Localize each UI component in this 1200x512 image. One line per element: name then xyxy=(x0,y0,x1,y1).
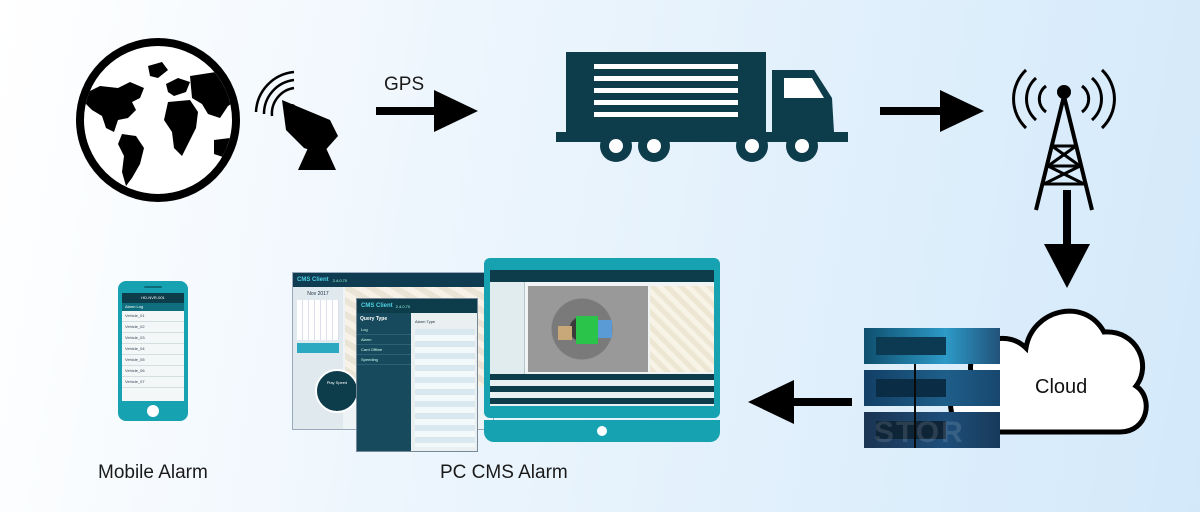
server-drive-slot xyxy=(876,421,946,439)
query-type-heading: Query Type xyxy=(360,316,388,322)
phone-list-item[interactable]: Vehicle_06 xyxy=(122,366,184,377)
cargo-box xyxy=(558,326,572,340)
alarm-results-table xyxy=(415,329,475,447)
calendar-grid xyxy=(297,300,339,340)
monitor-power-button[interactable] xyxy=(597,426,607,436)
phone-alarm-tab[interactable]: Alarm Log xyxy=(122,303,184,311)
play-speed-dial[interactable]: Play Speed xyxy=(315,369,359,413)
cms-titlebar: CMS Client 2.4.0.70 xyxy=(293,273,493,287)
phone-alarm-tab-label: Alarm Log xyxy=(125,304,144,309)
storage-watermark: STOR xyxy=(874,416,965,449)
alarm-type-label: Alarm Type xyxy=(415,319,436,324)
phone-list-item[interactable]: Vehicle_01 xyxy=(122,311,184,322)
query-window-title: CMS Client xyxy=(361,303,393,309)
server-unit-3 xyxy=(864,412,1000,448)
arrow-down-icon xyxy=(1044,190,1090,288)
server-drive-slot xyxy=(876,379,946,397)
cargo-box xyxy=(598,320,612,338)
cloud-label: Cloud xyxy=(1035,376,1088,398)
globe-icon xyxy=(76,38,240,202)
cell-tower-icon xyxy=(1012,68,1116,211)
calendar-month: Nov 2017 xyxy=(307,291,329,297)
monitor-bezel xyxy=(484,258,720,418)
monitor-stand xyxy=(484,420,720,442)
query-menu-alarm[interactable]: Alarm xyxy=(357,335,411,345)
truck-icon xyxy=(556,52,848,162)
play-speed-label: Play Speed xyxy=(326,380,348,385)
query-menu-speeding[interactable]: Speeding xyxy=(357,355,411,365)
cargo-box xyxy=(576,316,598,344)
phone-app-header: HD-NVR-001 xyxy=(122,293,184,303)
phone-list-item[interactable]: Vehicle_05 xyxy=(122,355,184,366)
query-titlebar: CMS Client 2.4.0.70 xyxy=(357,299,477,313)
monitor-map xyxy=(650,286,714,372)
server-unit-1 xyxy=(864,328,1000,364)
phone-list-item[interactable]: Vehicle_02 xyxy=(122,322,184,333)
query-menu-log[interactable]: Log xyxy=(357,325,411,335)
cms-version: 2.4.0.70 xyxy=(332,277,348,283)
query-menu: Query Type Log Alarm Card Offline Speedi… xyxy=(357,313,411,451)
monitor-toolbar xyxy=(490,270,714,282)
phone-home-button[interactable] xyxy=(147,405,159,417)
phone-app-title: HD-NVR-001 xyxy=(141,295,165,300)
video-feed xyxy=(528,286,648,372)
arrow-left-icon xyxy=(748,380,852,424)
mobile-alarm-label: Mobile Alarm xyxy=(98,462,208,483)
cms-title: CMS Client xyxy=(297,277,329,283)
gps-label: GPS xyxy=(384,74,425,95)
monitor xyxy=(484,258,720,442)
monitor-screen xyxy=(490,270,714,406)
satellite-dish-icon xyxy=(254,70,338,170)
server-stack: STOR xyxy=(864,328,1000,449)
pc-cms-alarm-label: PC CMS Alarm xyxy=(440,462,568,483)
phone-speaker xyxy=(144,286,162,288)
calendar-selected-range xyxy=(297,343,339,353)
phone-list-item[interactable]: Vehicle_03 xyxy=(122,333,184,344)
arrow-right-icon xyxy=(376,90,478,132)
cms-query-window: CMS Client 2.4.0.70 Query Type Log Alarm… xyxy=(356,298,478,452)
server-drive-slot xyxy=(876,337,946,355)
query-menu-card-offline[interactable]: Card Offline xyxy=(357,345,411,355)
arrow-right-icon xyxy=(880,90,984,132)
phone-list-item[interactable]: Vehicle_04 xyxy=(122,344,184,355)
server-unit-2 xyxy=(864,370,1000,406)
query-window-version: 2.4.0.70 xyxy=(395,303,411,309)
monitor-table xyxy=(490,374,714,406)
server-cable xyxy=(914,364,916,448)
phone-list-item[interactable]: Vehicle_07 xyxy=(122,377,184,388)
